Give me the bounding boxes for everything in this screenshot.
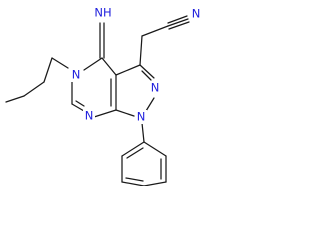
bond-ph-6-1-inner <box>126 147 144 159</box>
bond-cn-triple-1 <box>167 15 188 24</box>
bond-n5-butyl-1 <box>51 57 69 69</box>
bond-n1-c7a <box>115 109 135 117</box>
bond-c3-n2 <box>139 64 155 79</box>
bond-c6-n7-inner <box>75 100 85 107</box>
atom-label-nitrile: N <box>192 7 201 21</box>
atom-imine-nh: NH <box>93 6 112 20</box>
bond-c4-n5 <box>83 57 103 71</box>
atom-label-n1: N <box>137 110 146 124</box>
bond-c6-n7 <box>71 103 85 112</box>
atom-n7: N <box>83 109 95 123</box>
bond-ph-6-1 <box>121 141 145 157</box>
atom-label-n2: N <box>151 81 160 95</box>
bond-cn-triple-2 <box>167 18 189 27</box>
atom-n2: N <box>149 81 161 95</box>
atom-label-n5: N <box>72 68 81 82</box>
bond-layer <box>5 15 190 186</box>
bond-ph-1-2 <box>143 141 167 157</box>
bond-c3a-c4 <box>101 57 117 76</box>
atom-label-imine: NH <box>94 6 111 20</box>
bond-cn-triple-3 <box>168 21 190 30</box>
atom-label-n7: N <box>85 109 94 123</box>
bond-n2-n1 <box>145 97 155 112</box>
atom-n1: N <box>135 110 147 124</box>
atom-n5: N <box>70 68 82 82</box>
bond-ch2-cn <box>141 25 169 37</box>
chemical-structure-diagram: NH N N N N N <box>5 6 202 186</box>
atom-nitrile-n: N <box>190 7 202 21</box>
bond-n7-c7a <box>93 109 117 118</box>
bond-c3-n2-inner <box>141 70 152 81</box>
bond-butyl-1-2 <box>43 57 53 83</box>
bond-butyl-2-3 <box>23 81 45 97</box>
bond-butyl-3-4 <box>5 95 25 103</box>
bond-c3a-c3 <box>115 64 141 76</box>
bond-ph-4-5-inner <box>125 177 144 182</box>
bond-ph-4-5 <box>121 181 145 186</box>
bond-c3-ch2 <box>139 35 143 66</box>
atom-label-layer: NH N N N N N <box>70 6 202 124</box>
bond-ph-3-4 <box>143 181 167 186</box>
bond-n1-phenyl <box>141 122 145 143</box>
